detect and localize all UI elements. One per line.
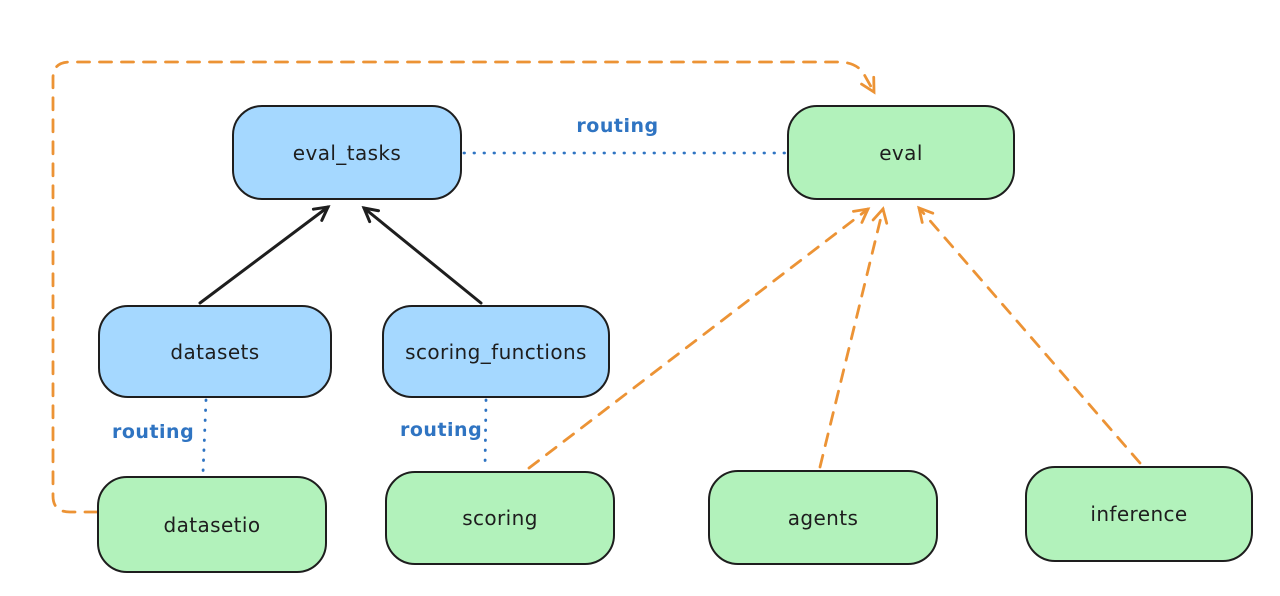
- node-datasetio-label: datasetio: [163, 512, 261, 537]
- edge-datasets-to-datasetio-routing: [201, 398, 208, 475]
- node-eval: eval: [787, 105, 1015, 200]
- node-datasetio: datasetio: [97, 476, 327, 573]
- node-scoring: scoring: [385, 471, 615, 565]
- node-eval-label: eval: [879, 140, 923, 165]
- node-scoring-label: scoring: [462, 506, 538, 530]
- node-scoring-functions-label: scoring_functions: [405, 339, 587, 364]
- node-datasets: datasets: [98, 305, 332, 398]
- edge-inference-to-eval: [917, 205, 1142, 465]
- node-eval-tasks: eval_tasks: [232, 105, 462, 200]
- node-datasets-label: datasets: [170, 339, 260, 364]
- node-scoring-functions: scoring_functions: [382, 305, 610, 398]
- edge-scoring-functions-to-scoring-routing: [483, 398, 488, 470]
- node-eval-tasks-label: eval_tasks: [292, 140, 402, 165]
- edge-label-routing-eval-tasks-eval: routing: [575, 115, 660, 137]
- edge-datasetio-to-eval-loop: [51, 60, 876, 514]
- node-inference: inference: [1025, 466, 1253, 562]
- edge-label-routing-datasets-datasetio: routing: [112, 421, 195, 443]
- node-agents: agents: [708, 470, 938, 565]
- node-agents-label: agents: [787, 505, 859, 530]
- edge-scoring-functions-to-eval-tasks: [361, 206, 483, 305]
- edge-agents-to-eval: [818, 206, 889, 469]
- edge-datasets-to-eval-tasks: [198, 205, 331, 305]
- edge-scoring-to-eval: [527, 207, 871, 470]
- edge-label-routing-scoring-functions-scoring: routing: [400, 419, 483, 441]
- node-inference-label: inference: [1090, 502, 1188, 526]
